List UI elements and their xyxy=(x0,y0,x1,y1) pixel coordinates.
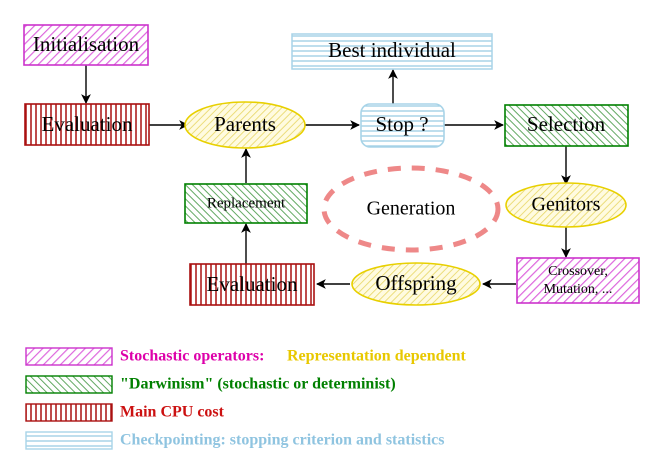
best-individual-box[interactable] xyxy=(291,33,493,70)
legend-item-checkpointing: Checkpointing: stopping criterion and st… xyxy=(25,431,444,450)
evaluation-top-box[interactable] xyxy=(24,103,150,146)
node-initialisation[interactable]: Initialisation xyxy=(23,24,149,66)
evaluation-bottom-box[interactable] xyxy=(189,263,315,306)
legend-swatch-blue xyxy=(25,431,113,450)
evaluation-top-label: Evaluation xyxy=(42,112,133,136)
crossover-mutation-box[interactable] xyxy=(516,257,640,304)
generation-dashed-outline xyxy=(321,165,501,253)
legend-swatch-magenta xyxy=(25,347,113,366)
stop-box[interactable] xyxy=(360,103,445,148)
node-best-individual[interactable]: Best individual xyxy=(291,33,493,70)
legend-label-main-cpu-cost: Main CPU cost xyxy=(120,404,225,421)
node-crossover-mutation[interactable]: Crossover, Mutation, ... xyxy=(516,257,640,304)
replacement-label: Replacement xyxy=(207,195,286,211)
selection-label: Selection xyxy=(527,112,606,136)
node-offspring[interactable]: Offspring xyxy=(351,262,481,306)
node-parents[interactable]: Parents xyxy=(184,101,306,149)
node-generation: Generation xyxy=(321,165,501,253)
node-evaluation-bottom[interactable]: Evaluation xyxy=(189,263,315,306)
stop-label: Stop ? xyxy=(375,112,428,136)
genitors-ellipse[interactable] xyxy=(505,182,627,228)
generation-label: Generation xyxy=(367,198,456,220)
offspring-label: Offspring xyxy=(375,271,457,295)
replacement-box[interactable] xyxy=(184,183,308,224)
legend-label-stochastic-operators: Stochastic operators: xyxy=(120,348,264,365)
evaluation-bottom-label: Evaluation xyxy=(207,272,298,296)
legend-item-main-cpu-cost: Main CPU cost xyxy=(25,403,225,422)
legend-swatch-green xyxy=(25,375,113,394)
offspring-ellipse[interactable] xyxy=(351,262,481,306)
node-stop[interactable]: Stop ? xyxy=(360,103,445,148)
best-individual-label: Best individual xyxy=(328,38,456,62)
edges-group xyxy=(81,65,571,289)
parents-ellipse[interactable] xyxy=(184,101,306,149)
legend-label-checkpointing: Checkpointing: stopping criterion and st… xyxy=(120,432,444,449)
legend-swatch-darkred xyxy=(25,403,113,422)
crossover-label-line1: Crossover, xyxy=(548,264,608,279)
legend-item-stochastic-operators: Stochastic operators: Representation dep… xyxy=(25,347,466,366)
legend-label-representation-dependent: Representation dependent xyxy=(287,348,466,365)
node-genitors[interactable]: Genitors xyxy=(505,182,627,228)
node-evaluation-top[interactable]: Evaluation xyxy=(24,103,150,146)
legend-label-darwinism: "Darwinism" (stochastic or determinist) xyxy=(120,376,396,393)
initialisation-box[interactable] xyxy=(23,24,149,66)
node-replacement[interactable]: Replacement xyxy=(184,183,308,224)
legend: Stochastic operators: Representation dep… xyxy=(25,347,466,450)
genitors-label: Genitors xyxy=(532,194,601,216)
legend-item-darwinism: "Darwinism" (stochastic or determinist) xyxy=(25,375,396,394)
crossover-label-line2: Mutation, ... xyxy=(544,282,613,297)
initialisation-label: Initialisation xyxy=(33,32,140,56)
node-selection[interactable]: Selection xyxy=(504,104,629,147)
selection-box[interactable] xyxy=(504,104,629,147)
parents-label: Parents xyxy=(214,112,276,136)
